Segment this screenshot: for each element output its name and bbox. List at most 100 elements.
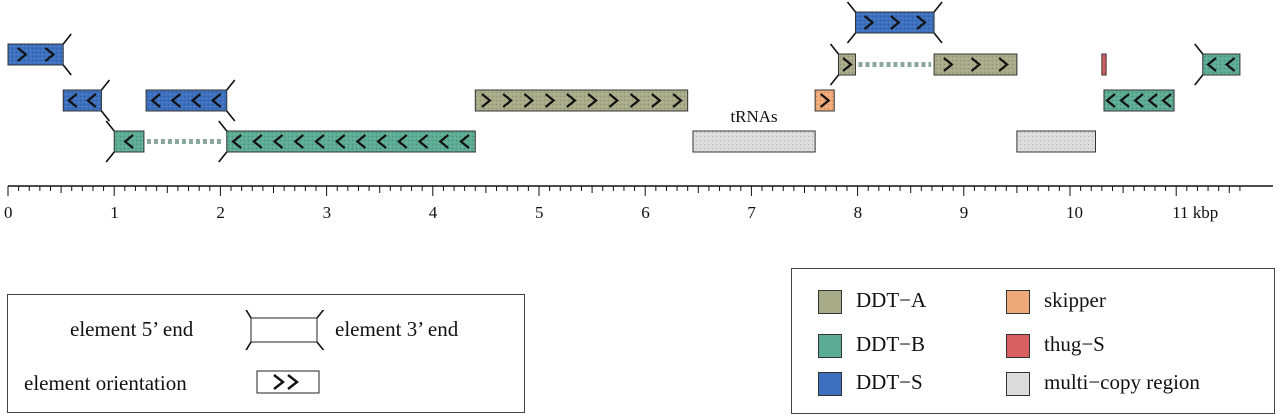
chevron-10-3 — [1147, 93, 1158, 108]
key-orientation-label: element orientation — [24, 371, 187, 395]
element-ddt-a-8 — [474, 89, 689, 112]
orientation-arrows-glyph — [256, 370, 320, 394]
chevron-0-1 — [44, 47, 56, 62]
chevron-12-6 — [355, 134, 367, 149]
chevron-1-0 — [863, 15, 875, 30]
end-cap-4 — [1194, 74, 1204, 86]
element-end-glyph — [245, 310, 325, 350]
legend-swatch-skipper — [1006, 290, 1030, 314]
element-multi-copy-13 — [692, 130, 816, 153]
chevron-10-1 — [1119, 93, 1130, 108]
chevron-12-10 — [438, 134, 449, 149]
end-cap-11 — [105, 120, 115, 132]
legend-swatch-ddt-a — [818, 290, 842, 314]
orientation-key: element 5’ end element 3’ end element or… — [7, 294, 525, 413]
chevron-7-1 — [170, 93, 182, 108]
end-cap-6 — [100, 110, 111, 122]
key-three-prime-label: element 3’ end — [335, 317, 459, 341]
end-cap-1 — [846, 32, 857, 44]
legend-label-ddt-b: DDT−B — [856, 332, 926, 356]
chevron-2-0 — [842, 57, 853, 72]
chevron-8-5 — [587, 93, 598, 108]
chevron-8-8 — [651, 93, 662, 108]
chevron-12-11 — [459, 134, 470, 149]
chevron-11-0 — [123, 134, 134, 149]
element-ddt-a-3 — [933, 53, 1018, 76]
chevron-4-1 — [1224, 57, 1236, 72]
chevron-9-0 — [819, 93, 831, 108]
tick-label-1: 1 — [110, 203, 119, 222]
end-cap-7 — [226, 110, 236, 122]
tick-label-4: 4 — [429, 203, 438, 222]
chevron-12-9 — [417, 134, 429, 149]
chevron-3-1 — [970, 57, 982, 72]
tick-label-6: 6 — [641, 203, 650, 222]
chevron-12-0 — [231, 134, 242, 149]
legend-label-ddt-s: DDT−S — [856, 370, 923, 394]
tick-label-10: 10 — [1066, 203, 1083, 222]
chevron-12-7 — [376, 134, 387, 149]
chevron-12-2 — [272, 134, 284, 149]
element-ddt-s-7 — [145, 89, 228, 112]
chevron-6-0 — [67, 93, 78, 108]
chevron-12-3 — [293, 134, 304, 149]
element-multi-copy-14 — [1016, 130, 1096, 153]
chevron-8-4 — [566, 93, 577, 108]
element-ddt-b-12 — [226, 130, 476, 153]
end-cap-7 — [226, 79, 236, 91]
legend-label-ddt-a: DDT−A — [856, 288, 927, 312]
element-ddt-b-11 — [113, 130, 145, 153]
chevron-3-2 — [998, 57, 1009, 72]
chevron-10-0 — [1105, 93, 1116, 108]
end-cap-0 — [62, 64, 72, 76]
chevron-8-6 — [608, 93, 620, 108]
chevron-3-0 — [943, 57, 954, 72]
end-cap-4 — [1194, 43, 1204, 55]
element-skipper-9 — [814, 89, 835, 112]
legend-label-thug-s: thug−S — [1044, 332, 1105, 356]
trna-label: tRNAs — [730, 107, 777, 126]
end-cap-2 — [829, 74, 840, 86]
tick-label-9: 9 — [960, 203, 969, 222]
legend-swatch-thug-s — [1006, 334, 1030, 358]
tick-label-8: 8 — [854, 203, 863, 222]
chevron-4-0 — [1206, 57, 1217, 72]
element-ddt-s-0 — [7, 43, 64, 66]
tick-label-11: 11 kbp — [1172, 203, 1218, 222]
end-cap-11 — [105, 151, 115, 163]
chevron-10-4 — [1161, 93, 1172, 108]
chevron-8-7 — [629, 93, 641, 108]
tick-label-7: 7 — [747, 203, 756, 222]
element-ddt-s-6 — [62, 89, 102, 112]
tick-label-5: 5 — [535, 203, 544, 222]
chevron-7-0 — [150, 93, 161, 108]
legend: DDT−A DDT−B DDT−S skipper thug−S multi−c… — [791, 268, 1275, 414]
chevron-7-2 — [190, 93, 202, 108]
end-cap-12 — [218, 151, 228, 163]
key-five-prime-label: element 5’ end — [70, 317, 194, 341]
end-cap-1 — [933, 32, 943, 44]
chevron-12-1 — [252, 134, 263, 149]
legend-swatch-multi-copy — [1006, 372, 1030, 396]
element-thug-s-5 — [1101, 53, 1107, 76]
genome-map: tRNAs 0 1 2 3 4 5 6 7 8 9 10 11 kbp — [4, 1, 1273, 222]
legend-swatch-ddt-b — [818, 334, 842, 358]
tick-label-0: 0 — [4, 203, 13, 222]
legend-swatch-ddt-s — [818, 372, 842, 396]
end-cap-6 — [100, 79, 111, 91]
chevron-8-2 — [523, 93, 535, 108]
chevron-7-3 — [210, 93, 222, 108]
legend-label-skipper: skipper — [1044, 288, 1106, 312]
tick-label-3: 3 — [323, 203, 332, 222]
end-cap-0 — [62, 33, 72, 45]
chevron-8-0 — [481, 93, 492, 108]
chevron-12-5 — [334, 134, 346, 149]
chevron-8-3 — [544, 93, 556, 108]
end-cap-2 — [829, 43, 840, 55]
chevron-8-1 — [502, 93, 513, 108]
tick-label-2: 2 — [216, 203, 225, 222]
chevron-8-9 — [672, 93, 683, 108]
chevron-1-2 — [916, 15, 927, 30]
end-cap-1 — [933, 1, 943, 13]
chevron-12-8 — [397, 134, 408, 149]
